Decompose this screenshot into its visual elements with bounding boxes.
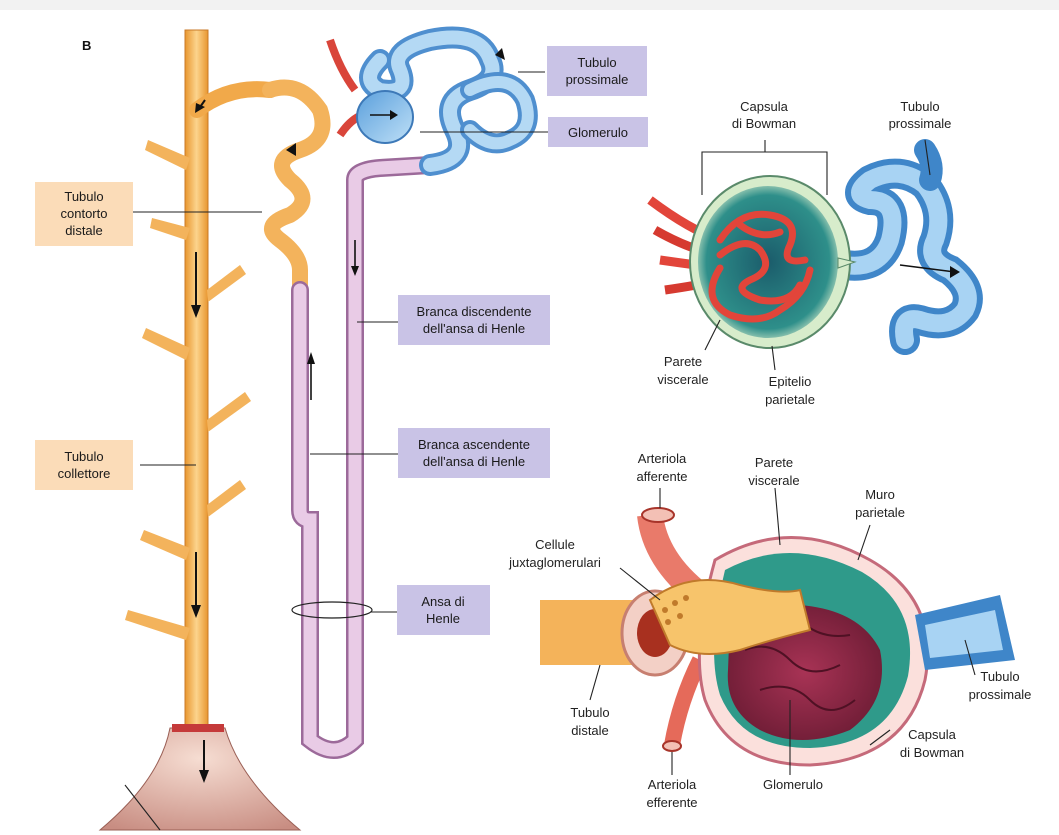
label-capsula-di-bowman-top: Capsula di Bowman — [732, 99, 796, 131]
label-line: Muro — [865, 487, 895, 502]
label-line: distale — [571, 723, 609, 738]
label-branca-discendente: Branca discendente dell'ansa di Henle — [398, 295, 550, 345]
label-line: di Bowman — [900, 745, 964, 760]
label-epitelio-parietale: Epitelio parietale — [765, 374, 815, 407]
label-tubulo-collettore: Tubulo collettore — [35, 440, 133, 490]
label-line: parietale — [765, 392, 815, 407]
label-line: Branca discendente — [417, 304, 532, 319]
distal-tubule — [270, 88, 323, 301]
panel-letter: B — [82, 38, 91, 53]
label-line: juxtaglomerulari — [508, 555, 601, 570]
label-line: Tubulo — [570, 705, 609, 720]
label-cellule-juxtaglomerulari: Cellule juxtaglomerulari — [508, 537, 601, 570]
label-line: distale — [65, 223, 103, 238]
label-line: Tubulo — [64, 449, 103, 464]
label-line: prossimale — [566, 72, 629, 87]
label-line: di Bowman — [732, 116, 796, 131]
label-line: Tubulo — [577, 55, 616, 70]
label-line: afferente — [636, 469, 687, 484]
label-line: Ansa di — [421, 594, 464, 609]
label-capsula-di-bowman-bottom: Capsula di Bowman — [900, 727, 964, 760]
label-line: dell'ansa di Henle — [423, 321, 525, 336]
label-tubulo-distale: Tubulo distale — [570, 705, 609, 738]
label-line: Parete — [664, 354, 702, 369]
collecting-duct — [100, 30, 300, 830]
label-line: Henle — [426, 611, 460, 626]
label-line: viscerale — [657, 372, 708, 387]
label-line: prossimale — [969, 687, 1032, 702]
label-arteriola-efferente: Arteriola efferente — [646, 777, 697, 810]
label-line: Arteriola — [648, 777, 697, 792]
label-muro-parietale: Muro parietale — [855, 487, 905, 520]
label-line: Capsula — [908, 727, 956, 742]
label-arteriola-afferente: Arteriola afferente — [636, 451, 687, 484]
label-line: dell'ansa di Henle — [423, 454, 525, 469]
label-parete-viscerale-top: Parete viscerale — [657, 354, 708, 387]
label-line: Capsula — [740, 99, 788, 114]
label-tubulo-prossimale-detail: Tubulo prossimale — [889, 99, 952, 131]
label-glomerulo-bottom: Glomerulo — [763, 777, 823, 792]
label-branca-ascendente: Branca ascendente dell'ansa di Henle — [398, 428, 550, 478]
label-line: Glomerulo — [763, 777, 823, 792]
label-line: collettore — [58, 466, 111, 481]
bowman-capsule-detail — [650, 140, 968, 370]
label-line: Parete — [755, 455, 793, 470]
label-tubulo-contorto-distale: Tubulo contorto distale — [35, 182, 133, 246]
label-tubulo-prossimale-bottom: Tubulo prossimale — [969, 669, 1032, 702]
label-line: Tubulo — [64, 189, 103, 204]
label-line: efferente — [646, 795, 697, 810]
label-line: Cellule — [535, 537, 575, 552]
label-line: Epitelio — [769, 374, 812, 389]
label-line: prossimale — [889, 116, 952, 131]
label-line: contorto — [61, 206, 108, 221]
label-line: Tubulo — [980, 669, 1019, 684]
label-parete-viscerale-bottom: Parete viscerale — [748, 455, 799, 488]
label-line: Glomerulo — [568, 125, 628, 140]
label-line: Arteriola — [638, 451, 687, 466]
label-line: Tubulo — [900, 99, 939, 114]
label-line: parietale — [855, 505, 905, 520]
label-line: Branca ascendente — [418, 437, 530, 452]
label-line: viscerale — [748, 473, 799, 488]
label-glomerulo-top: Glomerulo — [548, 117, 648, 147]
label-ansa-di-henle: Ansa di Henle — [397, 585, 490, 635]
label-tubulo-prossimale-top: Tubulo prossimale — [547, 46, 647, 96]
